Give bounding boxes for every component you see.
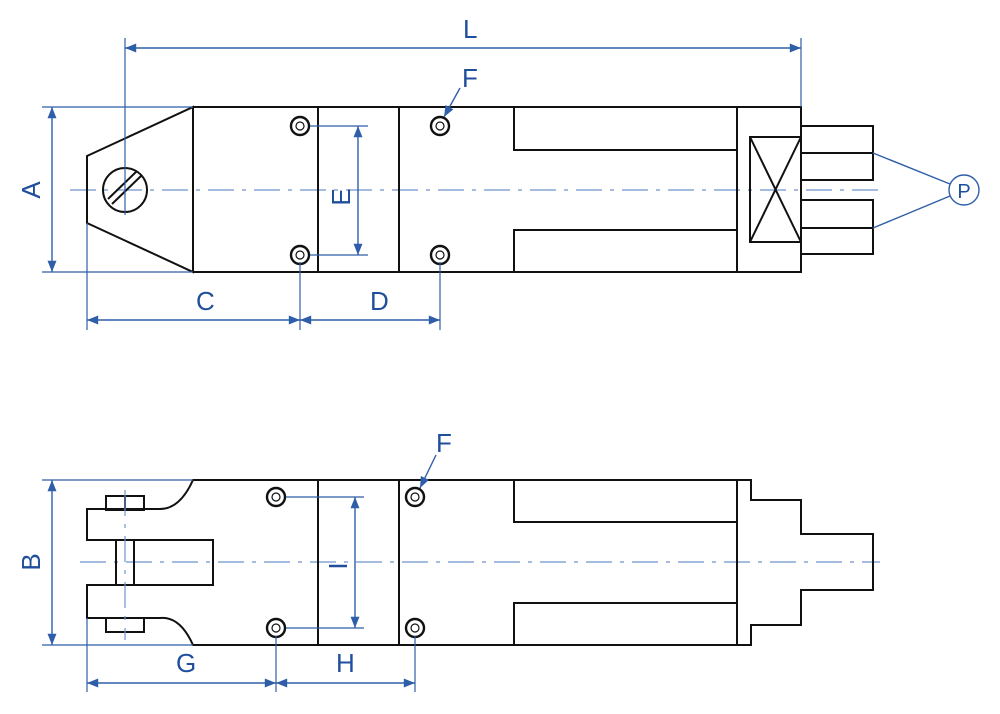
top-view-lower-slot [513, 229, 737, 272]
bottom-view-upper-slot [513, 480, 737, 523]
dimension-G-label: G [176, 648, 196, 678]
mount-hole-icon [265, 486, 287, 508]
top-view-valve-box [749, 136, 802, 243]
mount-hole-icon [289, 115, 311, 137]
mount-hole-icon [429, 244, 451, 266]
leader-F-bottom [419, 454, 437, 489]
dimension-A-label: A [16, 181, 46, 199]
label-P: P [957, 181, 970, 203]
dimension-H-label: H [336, 648, 355, 678]
mount-hole-icon [404, 486, 426, 508]
top-view: L A E C D F P [16, 14, 980, 330]
mount-hole-icon [404, 617, 426, 639]
top-view-upper-slot [513, 107, 737, 151]
mount-hole-icon [265, 617, 287, 639]
label-F-top: F [462, 63, 478, 93]
mount-hole-icon [289, 244, 311, 266]
dimension-E-label: E [326, 188, 356, 205]
dimension-C-label: C [196, 286, 215, 316]
dimension-I-label: I [323, 562, 353, 569]
leader-P-upper [872, 152, 951, 185]
clevis-pin-icon [105, 490, 145, 640]
leader-F-top [443, 87, 461, 118]
dimension-B-label: B [16, 553, 46, 570]
callout-P-circle [948, 174, 980, 206]
bottom-view-lower-slot [513, 602, 737, 645]
label-F-bottom: F [436, 428, 452, 458]
dimension-L-label: L [463, 14, 477, 44]
mount-hole-icon [429, 115, 451, 137]
bottom-view-body [86, 479, 874, 646]
dimension-D-label: D [370, 286, 389, 316]
bottom-view: B I G H F [16, 428, 880, 692]
leader-P-lower [872, 195, 951, 229]
